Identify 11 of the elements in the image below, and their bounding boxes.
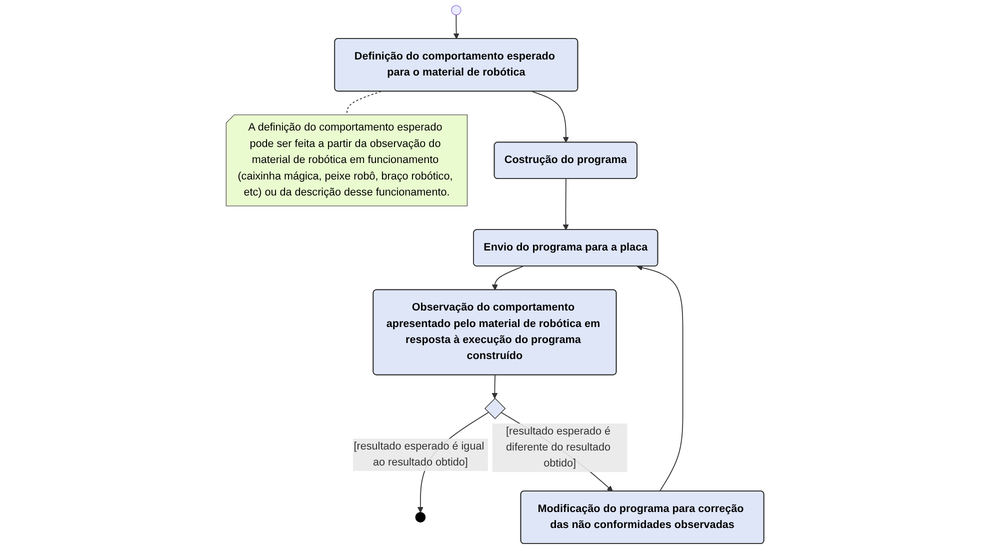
arrow bbox=[562, 178, 569, 230]
arrow bbox=[636, 264, 684, 492]
arrow bbox=[492, 374, 498, 399]
arrow bbox=[453, 14, 460, 40]
node-circle bbox=[451, 5, 462, 16]
arrow bbox=[532, 91, 569, 143]
arrow bbox=[492, 266, 524, 290]
edge-label: [resultado esperado é diferente do resultado obtido] bbox=[506, 426, 611, 470]
edge-label: [resultado esperado é igual ao resultado obtido] bbox=[354, 440, 484, 468]
connector bbox=[346, 91, 382, 116]
node-diamond bbox=[484, 398, 506, 420]
